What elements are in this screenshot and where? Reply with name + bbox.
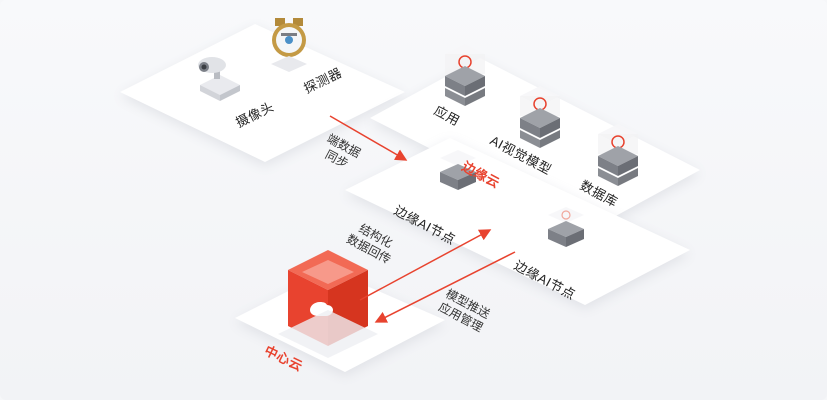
edge-node-1-server-icon — [440, 150, 476, 190]
app-server-icon — [445, 44, 485, 106]
detector-icon — [271, 18, 307, 72]
edge-cloud-platform-lower — [345, 138, 690, 305]
data-sync-arrow — [329, 115, 408, 161]
database-server-icon — [598, 124, 638, 186]
upload-arrow — [359, 229, 492, 301]
camera-icon — [198, 57, 240, 101]
push-arrow — [374, 251, 516, 323]
ai-model-server-icon — [520, 86, 560, 148]
edge-node-2-server-icon — [548, 207, 584, 247]
device-platform — [120, 24, 405, 162]
center-cloud-cube-icon — [278, 250, 378, 358]
